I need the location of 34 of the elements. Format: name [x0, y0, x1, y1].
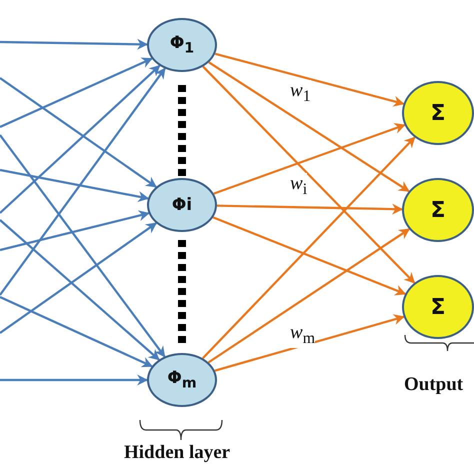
arrow [208, 61, 410, 192]
output-neuron [402, 81, 474, 145]
hidden-neuron [147, 178, 217, 232]
arrow [0, 210, 150, 252]
neuron-label: Σ [430, 100, 446, 126]
layer-label: Output [404, 374, 464, 396]
arrow [0, 77, 157, 188]
arrow [0, 222, 158, 334]
arrow [0, 134, 166, 358]
neuron-label: Φ$_{1}$ [170, 33, 194, 57]
neuron-label: Φ$_{m}$ [167, 368, 197, 392]
arrow [202, 66, 416, 284]
arrow [0, 64, 160, 214]
arrow [212, 216, 406, 296]
arrow [0, 219, 160, 361]
arrow [0, 168, 150, 202]
hidden-neuron [147, 353, 217, 407]
arrow [0, 296, 153, 368]
arrow [213, 123, 406, 195]
hidden-neuron [147, 18, 217, 72]
arrow [214, 52, 405, 107]
neuron-label: Σ [430, 198, 446, 222]
output-neuron [402, 275, 474, 339]
arrow [202, 136, 416, 360]
arrow [0, 374, 148, 386]
arrow [208, 228, 410, 364]
arrow [0, 58, 153, 128]
arrow [216, 204, 404, 215]
neuron-label: Σ [430, 294, 446, 320]
arrow [0, 38, 148, 50]
layer-label: Hidden layer [124, 442, 230, 464]
arrow [0, 68, 166, 296]
arrow [214, 314, 405, 372]
neuron-label: Φi [172, 195, 192, 215]
